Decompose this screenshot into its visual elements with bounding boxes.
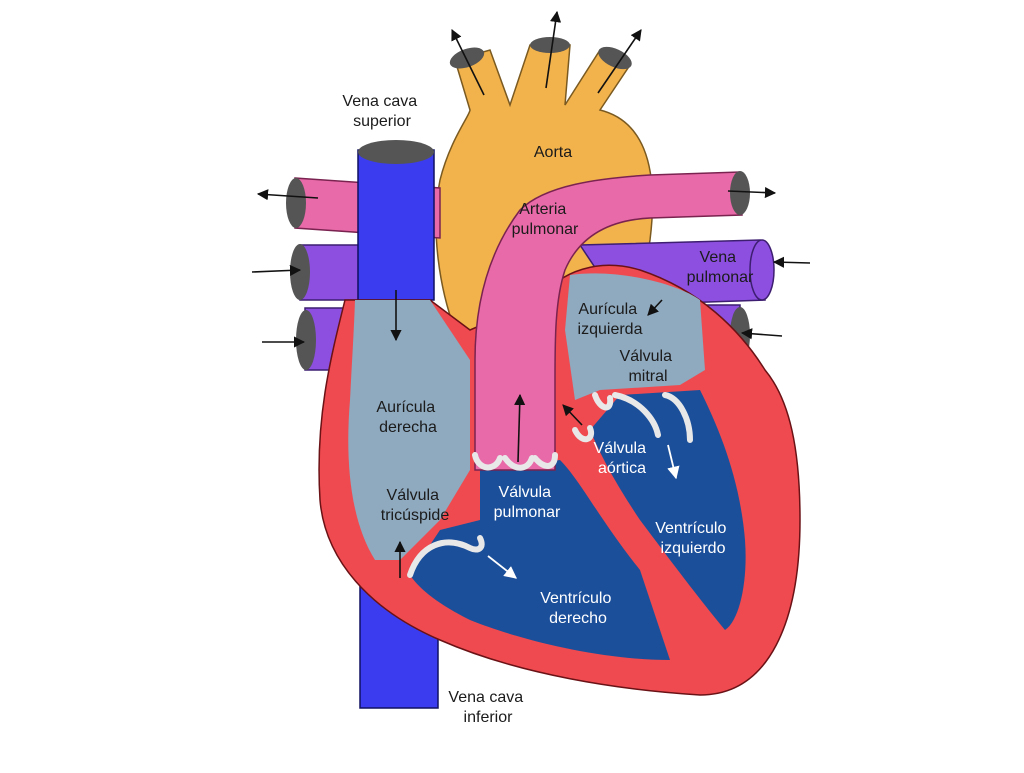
pulmonary-artery-left-opening	[286, 178, 306, 228]
label-aorta: Aorta	[534, 144, 572, 161]
label-vena-cava-inferior: Vena cava inferior	[448, 689, 527, 726]
pulmonary-artery-right-opening	[730, 171, 750, 215]
label-vena-cava-superior: Vena cava superior	[342, 93, 421, 130]
superior-vena-cava	[358, 140, 434, 300]
